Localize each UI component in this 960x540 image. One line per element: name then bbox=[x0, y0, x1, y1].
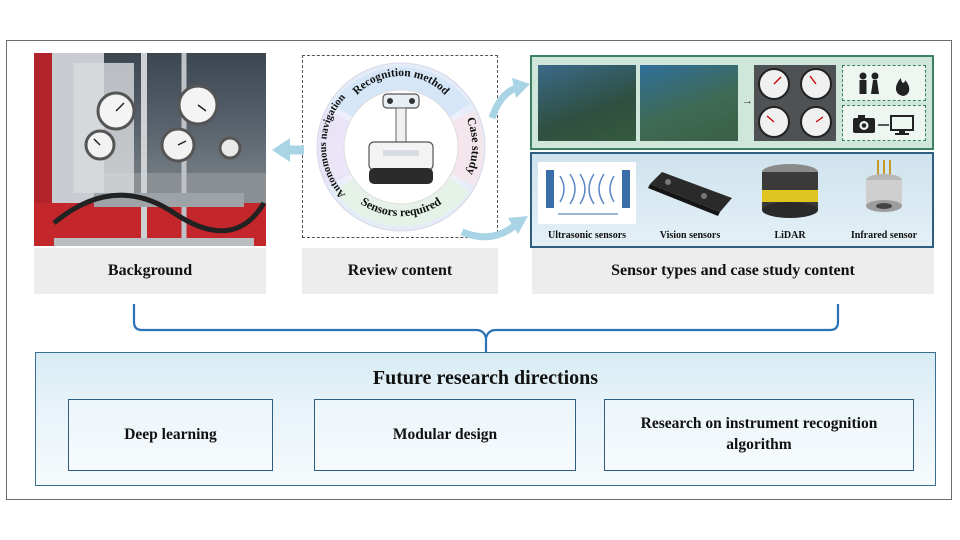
camera-icon bbox=[853, 115, 875, 133]
sensor-label-ultrasonic: Ultrasonic sensors bbox=[547, 230, 627, 241]
pressure-gauge-rig-illustration bbox=[34, 53, 266, 246]
direction-modular-design: Modular design bbox=[314, 399, 576, 471]
direction-deep-learning: Deep learning bbox=[68, 399, 273, 471]
infrared-sensor-icon bbox=[850, 158, 914, 226]
camera-module-icon bbox=[644, 162, 736, 224]
sensor-label-lidar: LiDAR bbox=[774, 230, 806, 241]
sensor-types-panel: Ultrasonic sensors Vision sensors LiDAR bbox=[530, 152, 934, 248]
review-content-label: Review content bbox=[302, 248, 498, 294]
sensor-label-vision: Vision sensors bbox=[659, 230, 721, 241]
arrow-right-icon: → bbox=[742, 95, 753, 107]
people-icon bbox=[859, 72, 879, 94]
case-study-photo-1 bbox=[538, 65, 636, 141]
safety-icons-box bbox=[842, 65, 926, 101]
fire-icon bbox=[896, 78, 910, 96]
case-study-photo-2 bbox=[640, 65, 738, 141]
sensor-label-infrared: Infrared sensor bbox=[850, 230, 918, 241]
monitoring-icons-box bbox=[842, 105, 926, 141]
lidar-icon bbox=[754, 160, 826, 226]
direction-instrument-recognition: Research on instrument recognition algor… bbox=[604, 399, 914, 471]
future-research-panel: Future research directions Deep learning… bbox=[35, 352, 936, 486]
case-study-panel: → bbox=[530, 55, 934, 150]
ring-label-case-study: Case study bbox=[464, 115, 483, 177]
ultrasonic-waves-icon bbox=[538, 162, 636, 224]
gauge-readings-grid bbox=[754, 65, 836, 141]
future-research-title: Future research directions bbox=[372, 367, 599, 389]
background-label: Background bbox=[34, 248, 266, 294]
computer-icon bbox=[890, 115, 914, 135]
review-content-panel: Recognition method Case study Sensors re… bbox=[302, 55, 498, 238]
inspection-robot-icon bbox=[368, 93, 434, 184]
sensor-types-label: Sensor types and case study content bbox=[532, 248, 934, 294]
background-photo bbox=[34, 53, 266, 246]
review-ring-diagram: Recognition method Case study Sensors re… bbox=[316, 62, 486, 232]
svg-text:Case study: Case study bbox=[464, 115, 483, 177]
